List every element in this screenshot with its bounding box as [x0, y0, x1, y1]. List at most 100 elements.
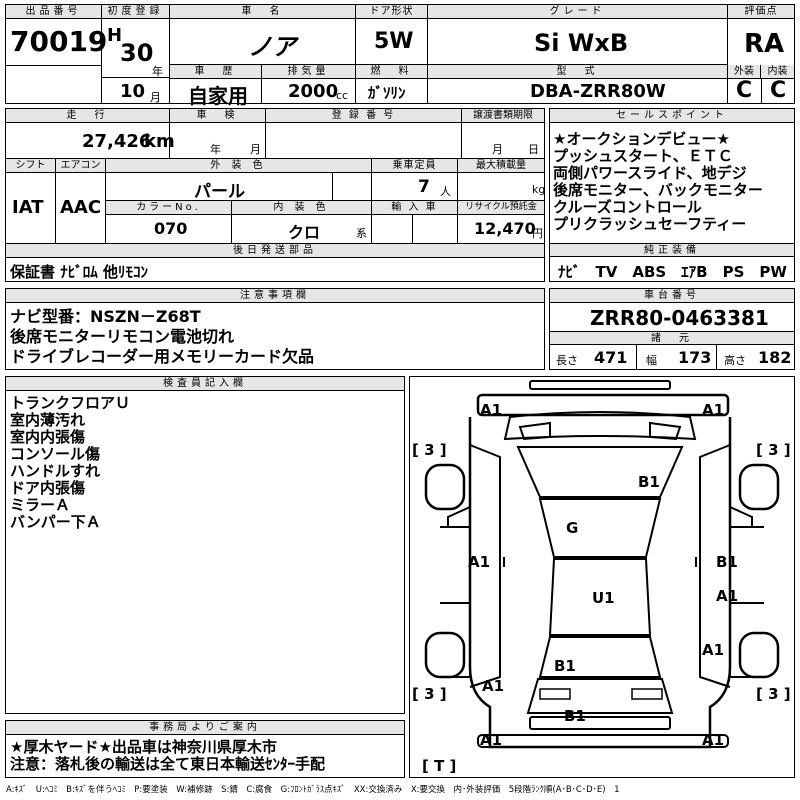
width-label: 幅	[646, 354, 657, 367]
rear-bumper-left	[539, 688, 571, 700]
exterior-grade: C	[736, 78, 753, 103]
car-name-cell: 車 名 ノア	[170, 5, 356, 65]
length-label: 長さ	[556, 354, 578, 367]
front-grille	[503, 411, 697, 441]
hood	[516, 446, 684, 498]
reg-year: 30	[120, 39, 154, 67]
int-color-unit: 系	[356, 227, 367, 240]
import-cell: 輸 入 車	[372, 201, 458, 243]
fuel-label: 燃 料	[356, 65, 427, 79]
tire-front-left-tread: [ 3 ]	[412, 441, 447, 459]
inspector-line: バンパー下Ａ	[10, 513, 101, 531]
history-cell: 車 歴 自家用	[170, 65, 262, 108]
grade-cell: グレード Si WxB	[428, 5, 728, 65]
headlamp-left	[518, 421, 551, 441]
grade: Si WxB	[534, 29, 629, 57]
interior-grade: C	[770, 78, 787, 103]
displacement-unit: cc	[336, 89, 349, 102]
width: 173	[678, 348, 712, 367]
rear-glass	[538, 636, 662, 678]
mark-hood: B1	[638, 473, 660, 491]
inspector-line: ミラーＡ	[10, 496, 71, 514]
color: パール	[194, 182, 245, 202]
history: 自家用	[188, 84, 248, 108]
tire-rear-left	[424, 631, 466, 679]
aircon-cell: エアコン AAC	[56, 159, 106, 243]
vehicle-details-block: 走 行 27,426 km 車 検 年 月 登 録 番 号 譲渡書類期限 月 日…	[5, 108, 545, 282]
mark-rear-left: A1	[480, 731, 502, 749]
height: 182	[758, 348, 792, 367]
lot-label: 出品番号	[6, 5, 101, 19]
recycle-unit: 円	[532, 227, 543, 240]
headlamp-right	[649, 421, 682, 441]
recycle-label: リサイクル預託金	[458, 201, 544, 215]
tire-rear-right-tread: [ 3 ]	[756, 685, 791, 703]
mark-roof: U1	[592, 589, 615, 607]
later-parts-label: 後日発送部品	[6, 244, 544, 258]
sales-point: ★オークションデビュー★	[553, 130, 730, 148]
mark-rear-right: A1	[702, 731, 724, 749]
aircon: AAC	[60, 197, 102, 218]
sales-points-block: セールスポイント ★オークションデビュー★ プッシュスタート、ＥＴＣ 両側パワー…	[549, 108, 795, 282]
color-label: 外 装 色	[106, 159, 371, 173]
office-label: 事務局よりご案内	[6, 721, 404, 735]
shift-cell: シフト IAT	[6, 159, 56, 243]
mark-windshield: G	[566, 519, 578, 537]
grade-label: グレード	[428, 5, 727, 19]
exterior-label: 外装	[728, 65, 761, 79]
mileage: 27,426	[82, 131, 152, 152]
right-side	[699, 444, 731, 688]
notes-list: ナビ型番：NSZN－Z68T 後席モニターリモコン電池切れ ドライブレコーダー用…	[10, 307, 314, 367]
color-no-label: カラーNo.	[106, 201, 231, 215]
inspector-block: 検査員記入欄 トランクフロアＵ 室内薄汚れ 室内内張傷 コンソール傷 ハンドルす…	[5, 376, 405, 714]
int-color-cell: 内 装 色 クロ 系	[232, 201, 372, 243]
inspector-list: トランクフロアＵ 室内薄汚れ 室内内張傷 コンソール傷 ハンドルすれ ドア内張傷…	[10, 395, 130, 531]
mark-tailgate: B1	[564, 707, 586, 725]
windshield	[538, 498, 662, 558]
model-label: 型 式	[428, 65, 727, 79]
inspector-line: 室内薄汚れ	[10, 411, 86, 429]
import-label: 輸 入 車	[372, 201, 457, 215]
sales-point: クルーズコントロール	[553, 198, 702, 216]
model-cell: 型 式 DBA-ZRR80W	[428, 65, 728, 103]
score-cell: 評価点 RA 外装 内装 C C	[728, 5, 794, 103]
mark-left-door-front: A1	[468, 553, 490, 571]
sales-point: 両側パワースライド、地デジ	[553, 164, 747, 182]
fuel-cell: 燃 料 ｶﾞｿﾘﾝ	[356, 65, 428, 103]
tire-front-right-tread: [ 3 ]	[756, 441, 791, 459]
mark-left-quarter: A1	[482, 677, 504, 695]
mileage-cell: 走 行 27,426 km	[6, 109, 175, 159]
equipment: ﾅﾋﾞ TV ABS ｴｱB PS PW	[558, 263, 787, 281]
inspection-label: 車 検	[170, 109, 265, 123]
car-name-label: 車 名	[170, 5, 355, 19]
inspector-line: コンソール傷	[10, 445, 101, 463]
later-parts-cell: 後日発送部品 保証書 ﾅﾋﾞﾛﾑ 他ﾘﾓｺﾝ	[6, 243, 544, 281]
office-block: 事務局よりご案内 ★厚木ヤード★出品車は神奈川県厚木市 注意：落札後の輸送は全て…	[5, 720, 405, 778]
transfer-label: 譲渡書類期限	[462, 109, 544, 123]
score: RA	[744, 29, 785, 59]
capacity-unit: 人	[440, 185, 451, 198]
capacity-label: 乗車定員	[372, 159, 457, 173]
door-label: ドア形状	[356, 5, 427, 19]
note-line: ドライブレコーダー用メモリーカード欠品	[10, 347, 315, 366]
car-name: ノア	[248, 33, 296, 61]
roof	[548, 558, 652, 636]
sales-point: 後席モニター、バックモニター	[553, 181, 763, 199]
load-label: 最大積載量	[458, 159, 544, 173]
rear-bumper-right	[631, 688, 663, 700]
transfer-cell: 譲渡書類期限 月 日	[462, 109, 544, 159]
sales-points-list: ★オークションデビュー★ プッシュスタート、ＥＴＣ 両側パワースライド、地デジ …	[553, 131, 763, 233]
car-diagram-svg: A1 A1 B1 G A1 B1 A1 U1 A1 B1 A1 B1 A1 A1…	[412, 380, 791, 775]
int-color-label: 内 装 色	[232, 201, 371, 215]
front-band	[476, 393, 730, 417]
transfer-day-unit: 日	[528, 143, 539, 156]
mark-right-quarter: A1	[702, 641, 724, 659]
color-no-cell: カラーNo. 070	[106, 201, 232, 243]
color-no: 070	[154, 219, 188, 238]
note-line: 後席モニターリモコン電池切れ	[10, 327, 235, 346]
sales-points-label: セールスポイント	[550, 109, 794, 123]
rear-band	[529, 716, 671, 730]
office-line: ★厚木ヤード★出品車は神奈川県厚木市	[10, 738, 277, 756]
capacity-cell: 乗車定員 7 人	[372, 159, 458, 201]
reg-number-cell: 登 録 番 号	[266, 109, 462, 159]
